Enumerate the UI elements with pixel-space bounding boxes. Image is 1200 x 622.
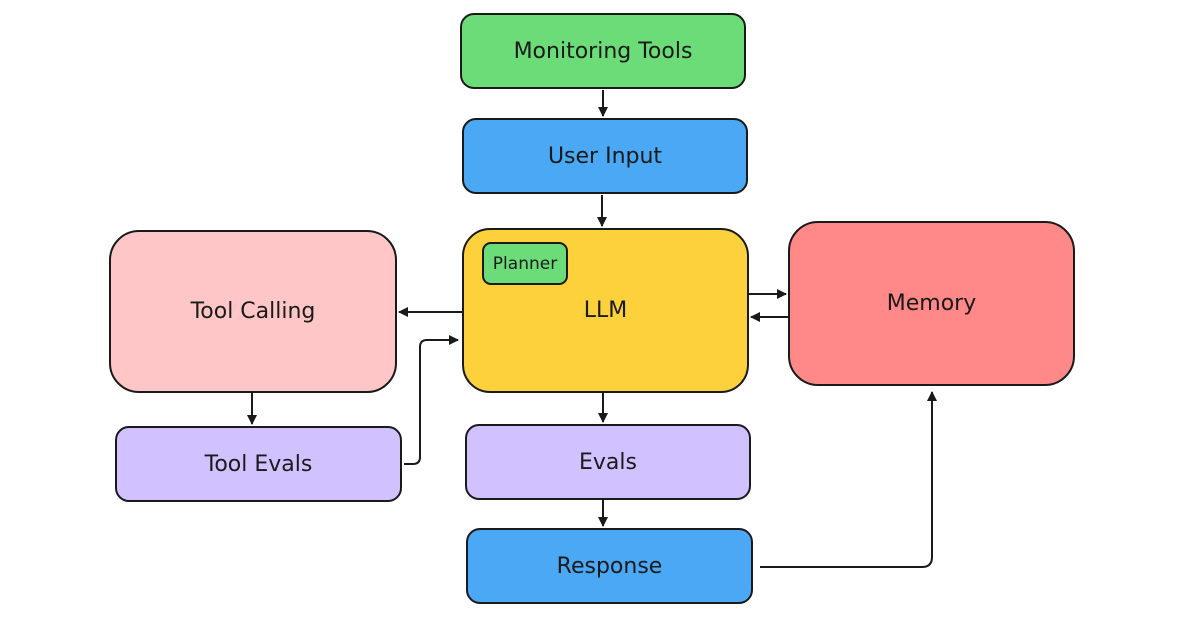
memory-node: Memory (788, 221, 1075, 386)
monitoring-tools-label: Monitoring Tools (513, 38, 693, 64)
evals-label: Evals (579, 449, 637, 475)
planner-node: Planner (482, 242, 568, 285)
llm-label: LLM (583, 298, 628, 323)
edge-toolevals-to-llm (404, 335, 459, 465)
tool-calling-label: Tool Calling (190, 299, 316, 324)
tool-evals-node: Tool Evals (115, 426, 402, 502)
response-node: Response (466, 528, 753, 604)
tool-calling-node: Tool Calling (109, 230, 397, 393)
planner-label: Planner (492, 253, 558, 274)
edge-response-to-memory (760, 391, 937, 568)
tool-evals-label: Tool Evals (204, 451, 313, 477)
evals-node: Evals (465, 424, 751, 500)
user-input-label: User Input (547, 143, 663, 169)
user-input-node: User Input (462, 118, 748, 194)
monitoring-tools-node: Monitoring Tools (460, 13, 746, 89)
response-label: Response (556, 553, 663, 579)
memory-label: Memory (886, 291, 977, 316)
